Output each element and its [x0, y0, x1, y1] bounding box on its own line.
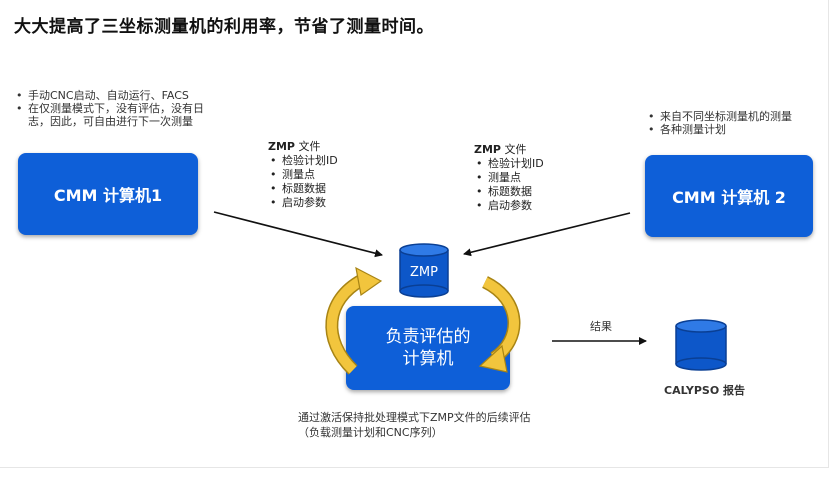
zmp-file-title-left: ZMP 文件 — [268, 140, 338, 154]
zmp-file-title-left-bold: ZMP — [268, 140, 295, 153]
zmp-right-item: 启动参数 — [474, 199, 544, 213]
zmp-file-list-right: ZMP 文件 检验计划ID 测量点 标题数据 启动参数 — [474, 143, 544, 213]
right-bullet-list: 来自不同坐标测量机的测量 各种测量计划 — [648, 110, 828, 136]
zmp-file-title-left-rest: 文件 — [294, 140, 321, 153]
zmp-left-item: 标题数据 — [268, 182, 338, 196]
cmm-computer-1-box: CMM 计算机1 — [18, 153, 198, 235]
right-bullet-2: 各种测量计划 — [648, 123, 828, 136]
right-bullet-1: 来自不同坐标测量机的测量 — [648, 110, 828, 123]
zmp-left-item: 测量点 — [268, 168, 338, 182]
zmp-file-title-right-rest: 文件 — [500, 143, 527, 156]
evaluation-computer-label-line2: 计算机 — [402, 349, 454, 369]
zmp-file-title-right-bold: ZMP — [474, 143, 501, 156]
left-bullet-1: 手动CNC启动、自动运行、FACS — [16, 89, 212, 102]
zmp-left-item: 检验计划ID — [268, 154, 338, 168]
cycle-arrow-left — [325, 266, 383, 375]
bottom-caption-line2: （负载测量计划和CNC序列） — [298, 426, 443, 439]
cmm-computer-2-box: CMM 计算机 2 — [645, 155, 813, 237]
cmm-computer-1-label: CMM 计算机1 — [53, 186, 163, 205]
arrow-cmm2-to-zmp — [463, 212, 631, 257]
cmm-computer-2-label: CMM 计算机 2 — [672, 188, 786, 207]
left-bullet-list: 手动CNC启动、自动运行、FACS 在仅测量模式下，没有评估，没有日志，因此，可… — [16, 89, 212, 128]
zmp-database-icon — [399, 243, 449, 298]
evaluation-computer-box: 负责评估的 计算机 — [346, 306, 510, 390]
zmp-left-item: 启动参数 — [268, 196, 338, 210]
evaluation-computer-label-line1: 负责评估的 — [385, 327, 471, 347]
page-title: 大大提高了三坐标测量机的利用率，节省了测量时间。 — [14, 17, 434, 37]
diagram-panel: 大大提高了三坐标测量机的利用率，节省了测量时间。 手动CNC启动、自动运行、FA… — [0, 0, 829, 468]
zmp-right-item: 标题数据 — [474, 185, 544, 199]
zmp-file-title-right: ZMP 文件 — [474, 143, 544, 157]
arrow-cmm1-to-zmp — [213, 211, 383, 258]
cycle-arrow-right — [478, 276, 521, 373]
zmp-file-list-left: ZMP 文件 检验计划ID 测量点 标题数据 启动参数 — [268, 140, 338, 210]
calypso-database-icon — [675, 319, 727, 371]
result-label: 结果 — [590, 320, 612, 333]
bottom-caption-line1: 通过激活保持批处理模式下ZMP文件的后续评估 — [298, 411, 531, 424]
zmp-right-item: 测量点 — [474, 171, 544, 185]
zmp-database-label: ZMP — [410, 265, 438, 280]
calypso-report-label: CALYPSO 报告 — [664, 384, 746, 397]
zmp-right-item: 检验计划ID — [474, 157, 544, 171]
left-bullet-2: 在仅测量模式下，没有评估，没有日志，因此，可自由进行下一次测量 — [16, 102, 212, 128]
